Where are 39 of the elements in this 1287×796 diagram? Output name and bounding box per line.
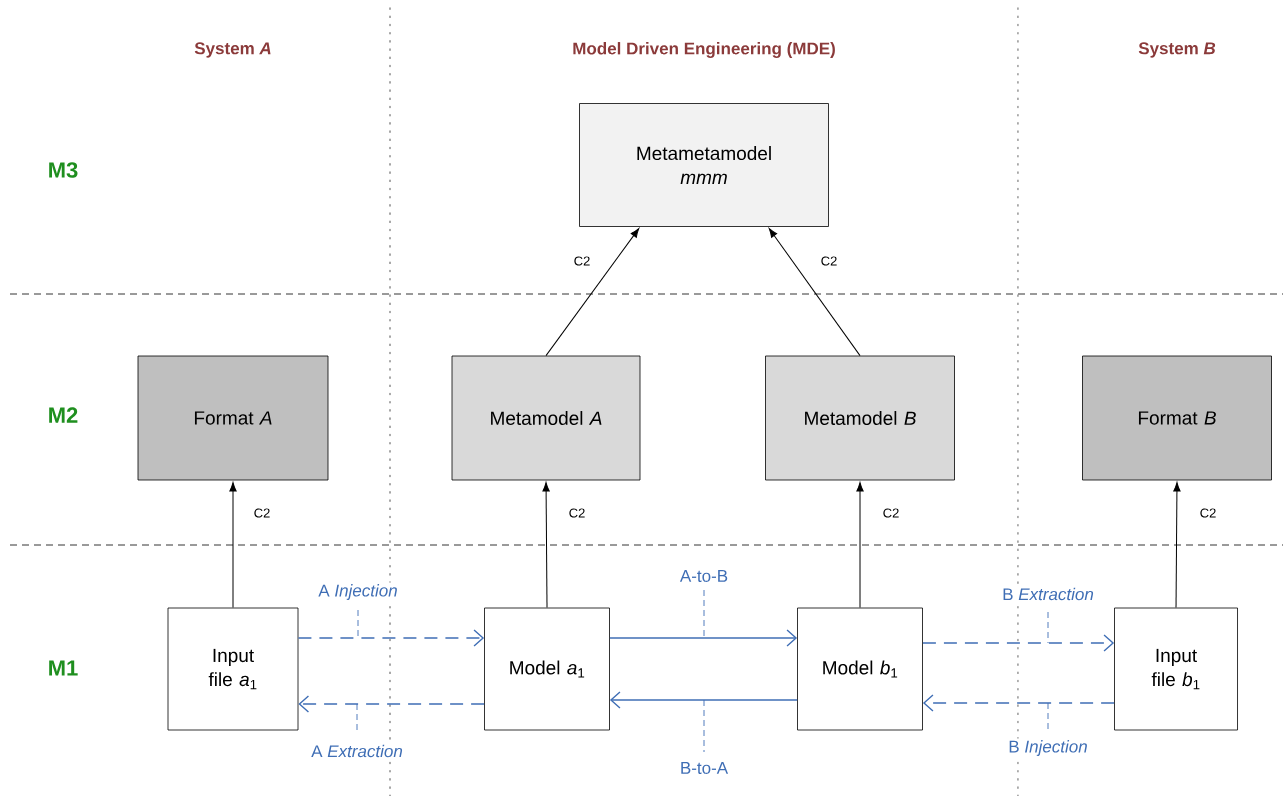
model-box: Format A xyxy=(137,355,329,481)
edge-label: C2 xyxy=(567,506,587,520)
arrow xyxy=(922,634,1115,652)
model-box: Metametamodel mmm xyxy=(579,103,829,227)
model-box: Model b$_{1}$ xyxy=(797,607,923,731)
edge-label: C2 xyxy=(1198,506,1218,520)
model-box: Input file b$_{1}$ xyxy=(1114,607,1238,731)
model-box: Format B xyxy=(1082,355,1272,481)
arrow xyxy=(768,228,861,357)
column-heading: System A xyxy=(194,42,271,58)
model-box: Model a$_{1}$ xyxy=(484,607,610,731)
level-label: M3 xyxy=(49,162,78,178)
edge-label: C2 xyxy=(572,254,592,268)
level-label: M1 xyxy=(49,660,78,676)
arrow xyxy=(542,482,550,609)
edge-label: C2 xyxy=(881,506,901,520)
model-box: Input file a$_{1}$ xyxy=(167,607,299,731)
edge-label: A-to-B xyxy=(678,568,730,584)
arrow xyxy=(856,482,864,609)
arrow xyxy=(922,694,1115,712)
model-box: Metamodel A xyxy=(451,355,641,481)
edge-label: B Extraction xyxy=(1000,586,1096,602)
edge-label: C2 xyxy=(819,254,839,268)
arrow xyxy=(545,228,640,357)
edge-label: A Injection xyxy=(316,582,400,602)
arrow xyxy=(229,482,237,609)
edge-label: C2 xyxy=(252,506,272,520)
arrow xyxy=(298,695,485,713)
edge-label: B Injection xyxy=(1006,738,1090,758)
column-heading: Model Driven Engineering (MDE) xyxy=(573,42,835,58)
model-box: Metamodel B xyxy=(765,355,955,481)
arrow xyxy=(1173,482,1181,609)
arrow xyxy=(297,629,485,647)
arrow xyxy=(609,629,798,647)
edge-label: B-to-A xyxy=(678,760,730,776)
edge-label: A Extraction xyxy=(309,743,405,759)
level-label: M2 xyxy=(49,407,78,423)
arrow xyxy=(609,691,798,709)
column-heading: System B xyxy=(1138,42,1216,58)
